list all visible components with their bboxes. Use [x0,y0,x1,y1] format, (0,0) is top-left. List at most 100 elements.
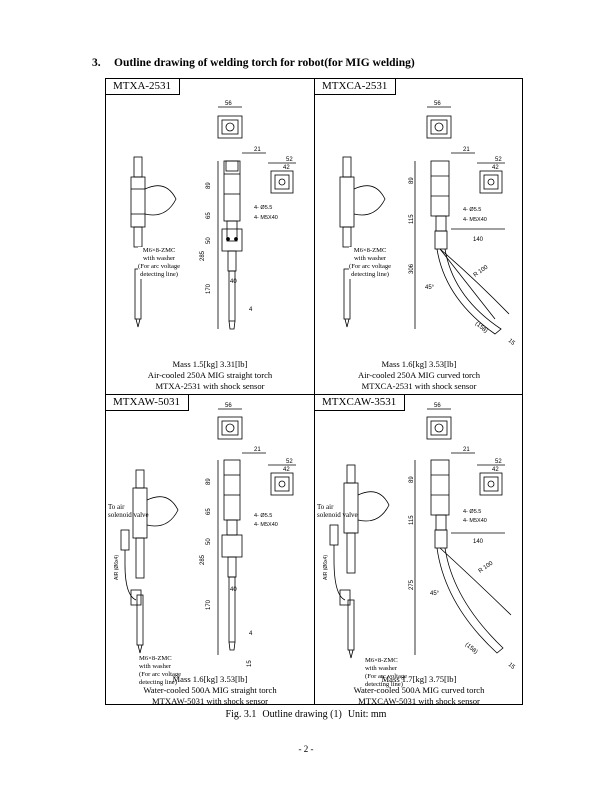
torch-type-text: Water-cooled 500A MIG curved torch [353,685,485,695]
figure-frame: 56 89 65 50 285 170 21 40 4 52 42 4- Ø5.… [105,78,523,706]
svg-text:115: 115 [409,515,415,525]
svg-text:4- M5X40: 4- M5X40 [463,217,487,223]
svg-text:4- M5X40: 4- M5X40 [254,522,278,528]
svg-text:56: 56 [225,101,232,107]
mass-text: Mass 1.5[kg] 3.31[lb] [172,359,248,369]
mass-text: Mass 1.6[kg] 3.53[lb] [172,674,248,684]
svg-text:42: 42 [283,467,290,473]
section-number: 3. [92,57,101,69]
svg-text:56: 56 [225,403,232,409]
svg-text:45°: 45° [425,285,435,291]
torch-type-text: Air-cooled 250A MIG curved torch [357,370,481,380]
svg-text:4- M5X40: 4- M5X40 [463,518,487,524]
svg-text:45°: 45° [430,591,440,597]
panel-caption: Mass 1.6[kg] 3.53[lb] Water-cooled 500A … [106,674,314,707]
model-label: MTXA-2531 [106,79,181,95]
torch-drawing-curved-water: 56 R 100 45° (158) 15 89 115 275 140 21 … [323,403,516,671]
torch-model-text: MTXAW-5031 with shock sensor [151,696,269,706]
panel-caption: Mass 1.7[kg] 3.75[lb] Water-cooled 500A … [315,674,523,707]
svg-text:42: 42 [492,467,499,473]
svg-text:15: 15 [507,662,516,671]
svg-text:4- Ø5.5: 4- Ø5.5 [463,207,481,213]
svg-text:170: 170 [206,599,212,610]
svg-text:R 100: R 100 [478,560,495,574]
svg-text:285: 285 [200,250,206,261]
svg-text:4: 4 [249,631,253,637]
svg-text:AIR (Ø6x4): AIR (Ø6x4) [323,555,329,580]
torch-type-text: Air-cooled 250A MIG straight torch [147,370,273,380]
svg-text:52: 52 [286,459,293,465]
svg-text:56: 56 [434,403,441,409]
svg-text:15: 15 [247,660,253,667]
svg-text:306: 306 [409,263,415,274]
svg-text:275: 275 [409,579,415,590]
panel-mtxa-2531: 56 89 65 50 285 170 21 40 4 52 42 4- Ø5.… [106,79,314,393]
svg-text:21: 21 [254,147,261,153]
figure-unit: Unit: mm [347,709,387,720]
torch-model-text: MTXCA-2531 with shock sensor [361,381,477,391]
svg-text:170: 170 [206,283,212,294]
svg-text:(158): (158) [474,321,489,335]
panel-mtxca-2531: 56 R 100 45° (158) 15 89 115 306 140 21 … [315,79,523,393]
svg-text:89: 89 [206,182,212,189]
mass-text: Mass 1.7[kg] 3.75[lb] [381,674,457,684]
svg-text:42: 42 [492,165,499,171]
horizontal-divider [106,394,522,395]
figure-label: Fig. 3.1 [225,709,257,720]
svg-text:4- Ø5.5: 4- Ø5.5 [254,205,272,211]
panel-mtxcaw-3531: 56 R 100 45° (158) 15 89 115 275 140 21 … [315,395,523,709]
torch-model-text: MTXCAW-5031 with shock sensor [358,696,480,706]
panel-caption: Mass 1.6[kg] 3.53[lb] Air-cooled 250A MI… [315,359,523,392]
svg-text:89: 89 [206,478,212,485]
panel-caption: Mass 1.5[kg] 3.31[lb] Air-cooled 250A MI… [106,359,314,392]
svg-text:50: 50 [206,538,212,545]
svg-text:89: 89 [409,476,415,483]
svg-text:140: 140 [473,539,484,545]
panel-mtxaw-5031: 56 89 65 50 285 170 40 4 15 21 52 42 4- … [106,395,314,709]
mass-text: Mass 1.6[kg] 3.53[lb] [381,359,457,369]
model-label: MTXCA-2531 [315,79,397,95]
section-heading: 3. Outline drawing of welding torch for r… [92,57,415,69]
torch-model-text: MTXA-2531 with shock sensor [155,381,265,391]
svg-text:15: 15 [507,338,516,347]
vertical-divider [314,79,315,704]
svg-text:AIR (Ø6x4): AIR (Ø6x4) [114,555,120,580]
svg-text:(158): (158) [464,642,479,656]
page-number: - 2 - [298,744,314,754]
svg-text:4- Ø5.5: 4- Ø5.5 [463,509,481,515]
svg-text:4- Ø5.5: 4- Ø5.5 [254,513,272,519]
svg-text:40: 40 [230,587,237,593]
svg-text:56: 56 [434,101,441,107]
svg-text:21: 21 [463,447,470,453]
svg-text:89: 89 [409,177,415,184]
svg-text:52: 52 [286,157,293,163]
svg-text:50: 50 [206,237,212,244]
svg-text:21: 21 [463,147,470,153]
svg-text:285: 285 [200,554,206,565]
model-label: MTXAW-5031 [106,395,189,411]
model-label: MTXCAW-3531 [315,395,406,411]
torch-type-text: Water-cooled 500A MIG straight torch [143,685,277,695]
svg-text:52: 52 [495,157,502,163]
svg-text:140: 140 [473,237,484,243]
svg-text:42: 42 [283,165,290,171]
torch-drawing-straight-water: 56 89 65 50 285 170 40 4 15 21 52 42 4- … [114,403,296,667]
section-title: Outline drawing of welding torch for rob… [114,57,415,69]
svg-text:21: 21 [254,447,261,453]
svg-text:65: 65 [206,508,212,515]
svg-text:115: 115 [409,214,415,224]
svg-text:52: 52 [495,459,502,465]
torch-drawing-curved: 56 R 100 45° (158) 15 89 115 306 140 21 … [339,101,516,347]
svg-text:R 100: R 100 [473,264,490,278]
svg-text:4: 4 [249,307,253,313]
svg-text:65: 65 [206,212,212,219]
svg-text:40: 40 [230,279,237,285]
torch-drawing-straight: 56 89 65 50 285 170 21 40 4 52 42 4- Ø5.… [130,101,296,330]
